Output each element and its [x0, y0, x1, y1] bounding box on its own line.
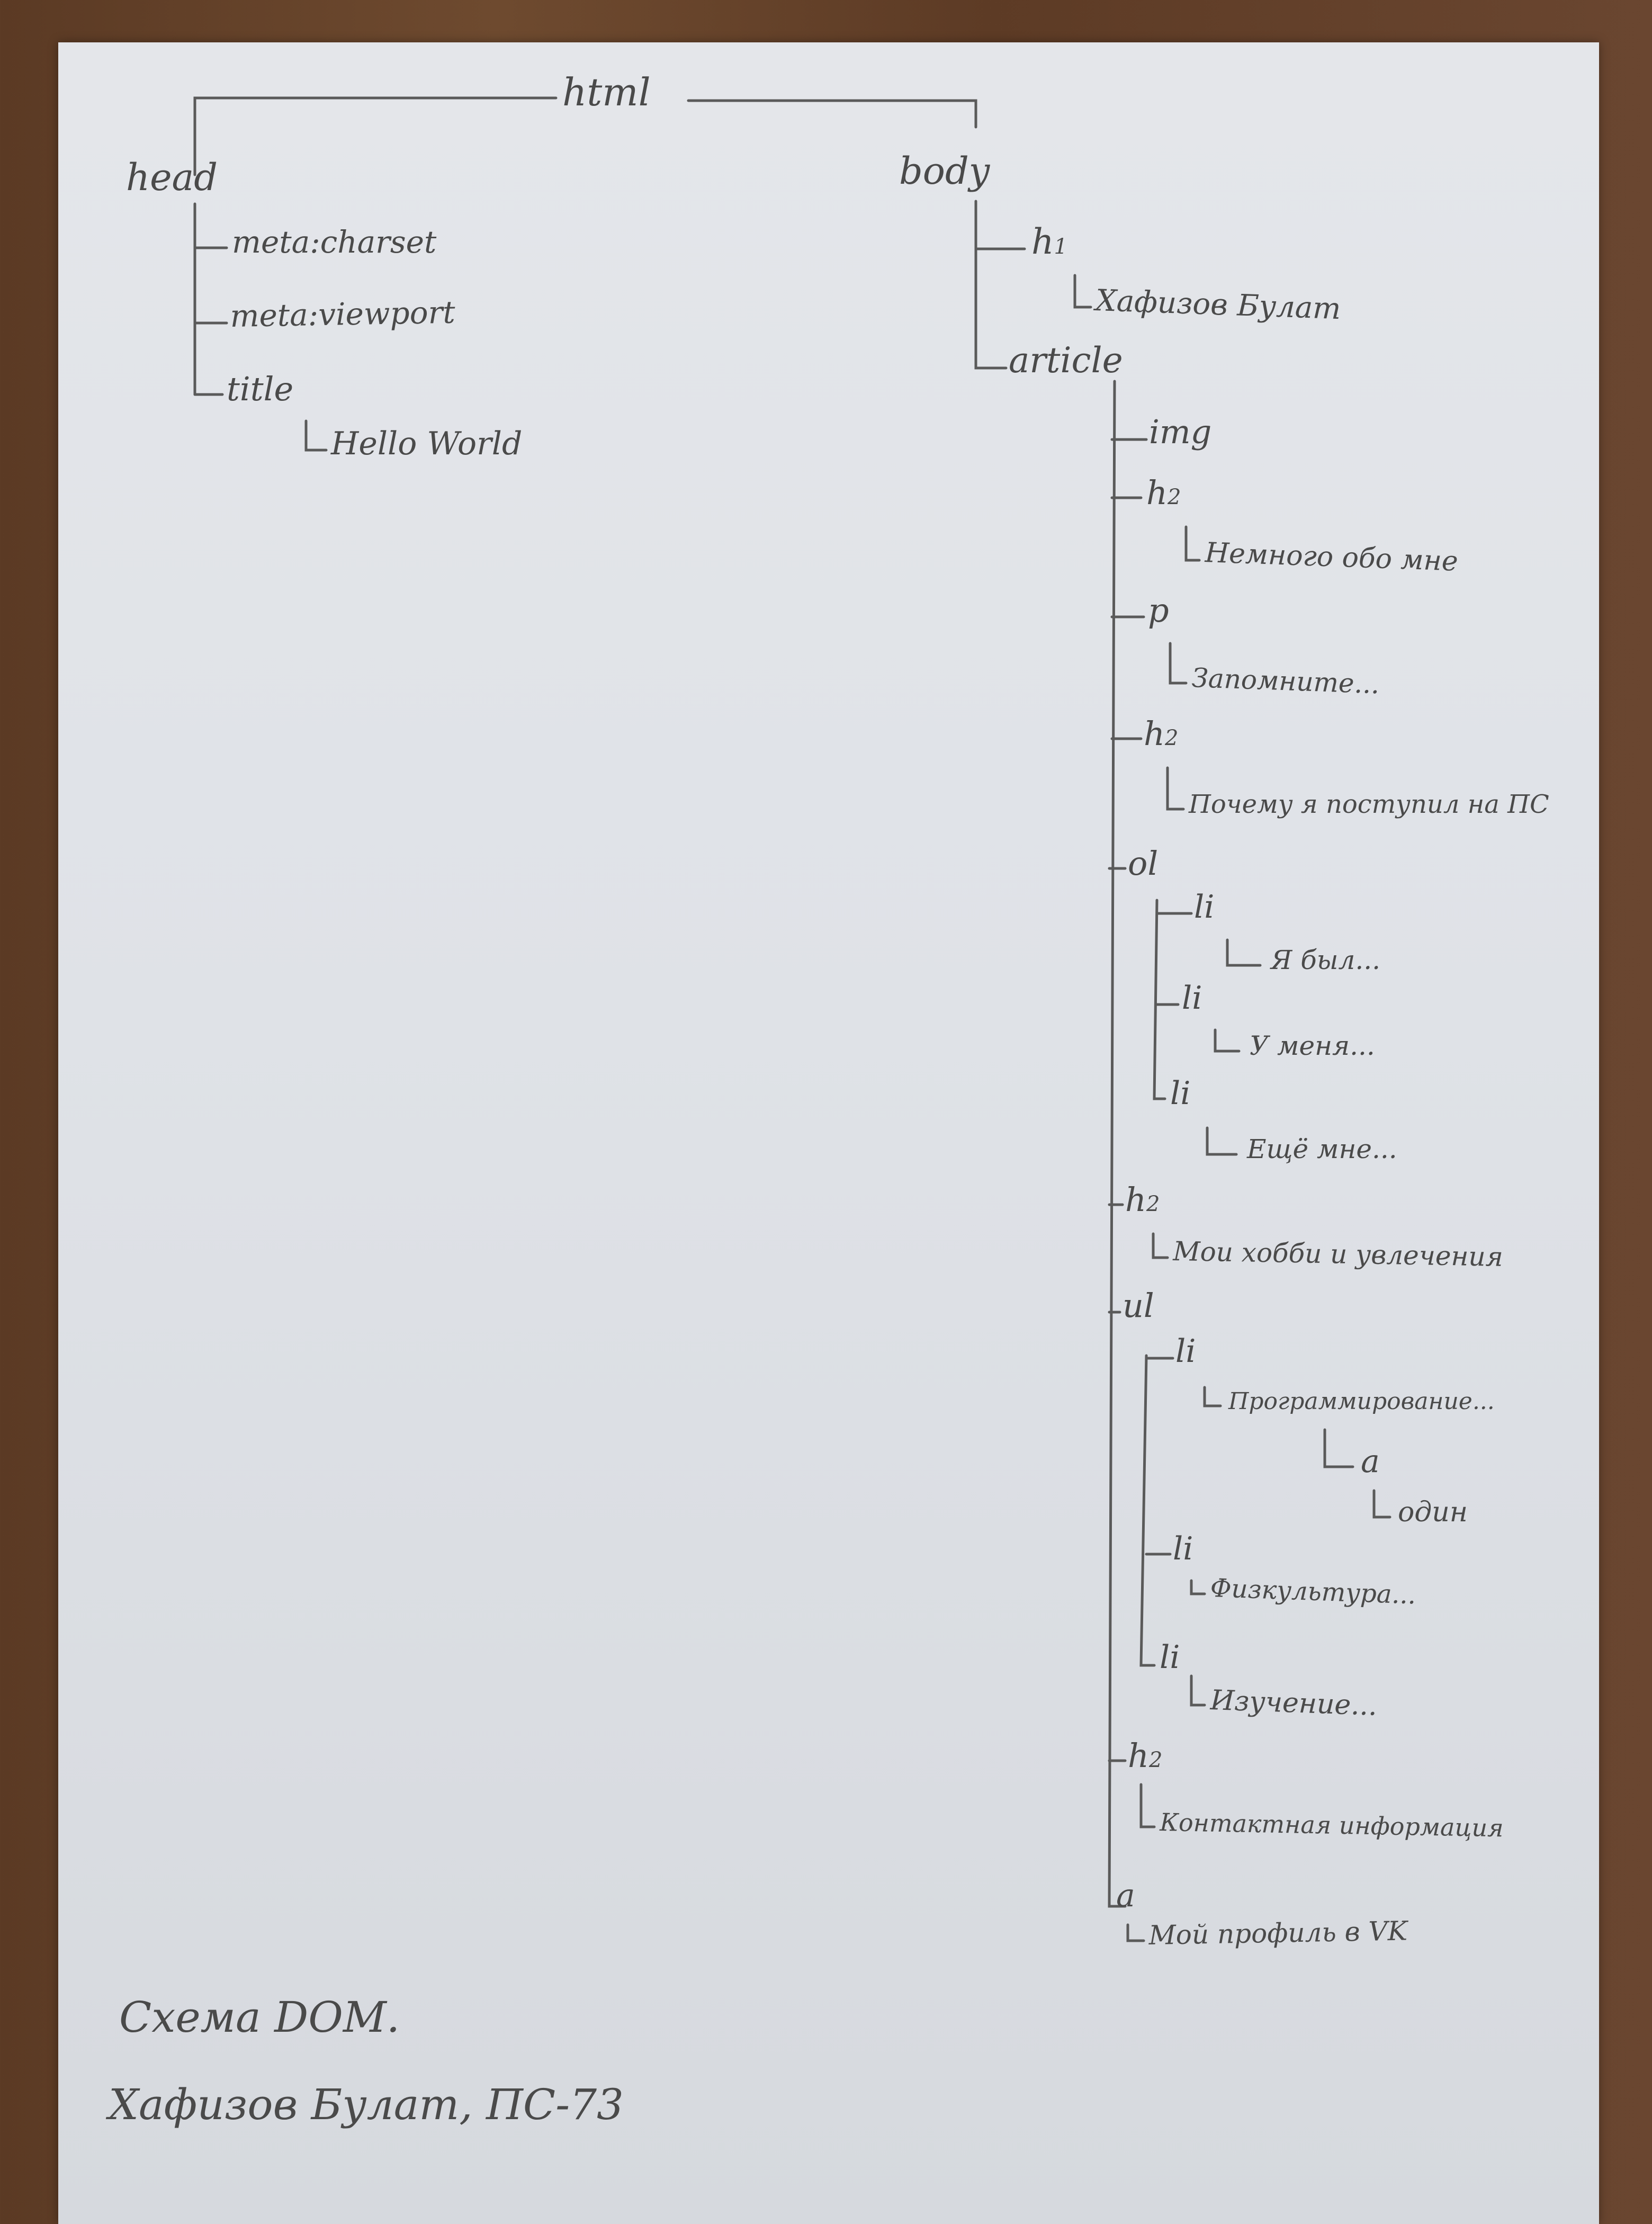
contact-text-node: Контактная информация	[1159, 1808, 1504, 1843]
h2-why-node: h2	[1144, 718, 1178, 750]
ul-li1-node: li	[1175, 1333, 1196, 1370]
ul-trunk	[1139, 1354, 1156, 1667]
h2-why-tag: h	[1144, 714, 1165, 753]
html-node: html	[562, 70, 651, 114]
h2-why-level: 2	[1164, 726, 1179, 750]
ul-li3-text-branch	[1190, 1674, 1206, 1707]
ol-li2-node: li	[1182, 980, 1202, 1017]
meta-charset-node: meta:charset	[232, 224, 437, 260]
a-vk-node: a	[1116, 1877, 1135, 1914]
h2-about-tag: h	[1146, 473, 1168, 512]
ul-li2-node: li	[1173, 1530, 1193, 1567]
ul-li2-text-branch	[1190, 1579, 1206, 1595]
why-text-branch	[1166, 766, 1185, 811]
caption-author: Хафизов Булат, ПС-73	[109, 2080, 624, 2129]
ul-a-node: a	[1361, 1443, 1380, 1480]
body-trunk	[974, 200, 1008, 370]
h1-node: h1	[1031, 225, 1067, 259]
article-node: article	[1009, 340, 1123, 381]
img-node: img	[1149, 412, 1212, 451]
ul-a-branch	[1323, 1428, 1354, 1468]
vk-text-node: Мой профиль в VK	[1148, 1915, 1408, 1951]
html-connector-left	[193, 96, 558, 176]
ul-a-text-node: один	[1398, 1496, 1468, 1528]
h1-text-branch	[1073, 274, 1092, 309]
h2-contact-node: h2	[1128, 1739, 1162, 1772]
html-connector-right	[687, 99, 977, 129]
ul-node: ul	[1123, 1286, 1154, 1325]
vk-text-branch	[1126, 1923, 1145, 1942]
h2-hobby-node: h2	[1125, 1183, 1160, 1216]
hobby-text-branch	[1152, 1232, 1169, 1259]
title-text-branch	[304, 419, 328, 452]
paper-sheet	[58, 42, 1599, 2224]
ol-li2-text-node: У меня...	[1250, 1030, 1375, 1061]
ul-li1-text-branch	[1203, 1386, 1222, 1407]
title-node: title	[227, 370, 294, 408]
why-text-node: Почему я поступил на ПС	[1189, 790, 1549, 819]
h2-hobby-tag: h	[1125, 1180, 1146, 1219]
h2-about-level: 2	[1167, 485, 1181, 509]
ol-li1-node: li	[1194, 889, 1215, 926]
about-text-node: Немного обо мне	[1204, 537, 1459, 578]
h1-text-node: Хафизов Булат	[1094, 283, 1342, 327]
h2-about-node: h2	[1146, 477, 1181, 509]
caption-title: Схема DOM.	[119, 1993, 400, 2042]
ul-li3-node: li	[1160, 1639, 1180, 1676]
ul-li3-text-node: Изучение...	[1209, 1684, 1378, 1722]
ol-li3-text-node: Ещё мне...	[1247, 1134, 1397, 1164]
h1-tag: h	[1031, 221, 1054, 262]
h2-contact-level: 2	[1148, 1748, 1163, 1772]
title-text-node: Hello World	[331, 425, 523, 462]
h1-level: 1	[1054, 235, 1067, 259]
hobby-text-node: Мои хобби и увлечения	[1172, 1236, 1504, 1272]
contact-text-branch	[1139, 1783, 1156, 1828]
ol-li1-text-branch	[1226, 938, 1262, 967]
ol-trunk	[1153, 899, 1166, 1100]
ul-a-text-branch	[1372, 1489, 1391, 1519]
article-trunk	[1108, 380, 1127, 1908]
p-text-node: Запомните...	[1191, 662, 1380, 700]
p-node: p	[1148, 591, 1169, 630]
meta-viewport-node: meta:viewport	[229, 294, 456, 334]
body-node: body	[899, 149, 990, 193]
ol-node: ol	[1128, 844, 1159, 883]
h2-contact-tag: h	[1128, 1736, 1149, 1775]
h2-hobby-level: 2	[1146, 1192, 1160, 1216]
ol-li1-text-node: Я был...	[1271, 945, 1381, 975]
about-text-branch	[1184, 525, 1201, 562]
ul-li1-text-node: Программирование...	[1228, 1388, 1495, 1415]
ul-li2-text-node: Физкультура...	[1209, 1573, 1417, 1610]
ol-li3-text-branch	[1206, 1126, 1238, 1156]
head-node: head	[126, 156, 218, 199]
ol-li2-text-branch	[1214, 1028, 1241, 1053]
ol-li3-node: li	[1170, 1075, 1191, 1112]
p-text-branch	[1169, 642, 1188, 685]
